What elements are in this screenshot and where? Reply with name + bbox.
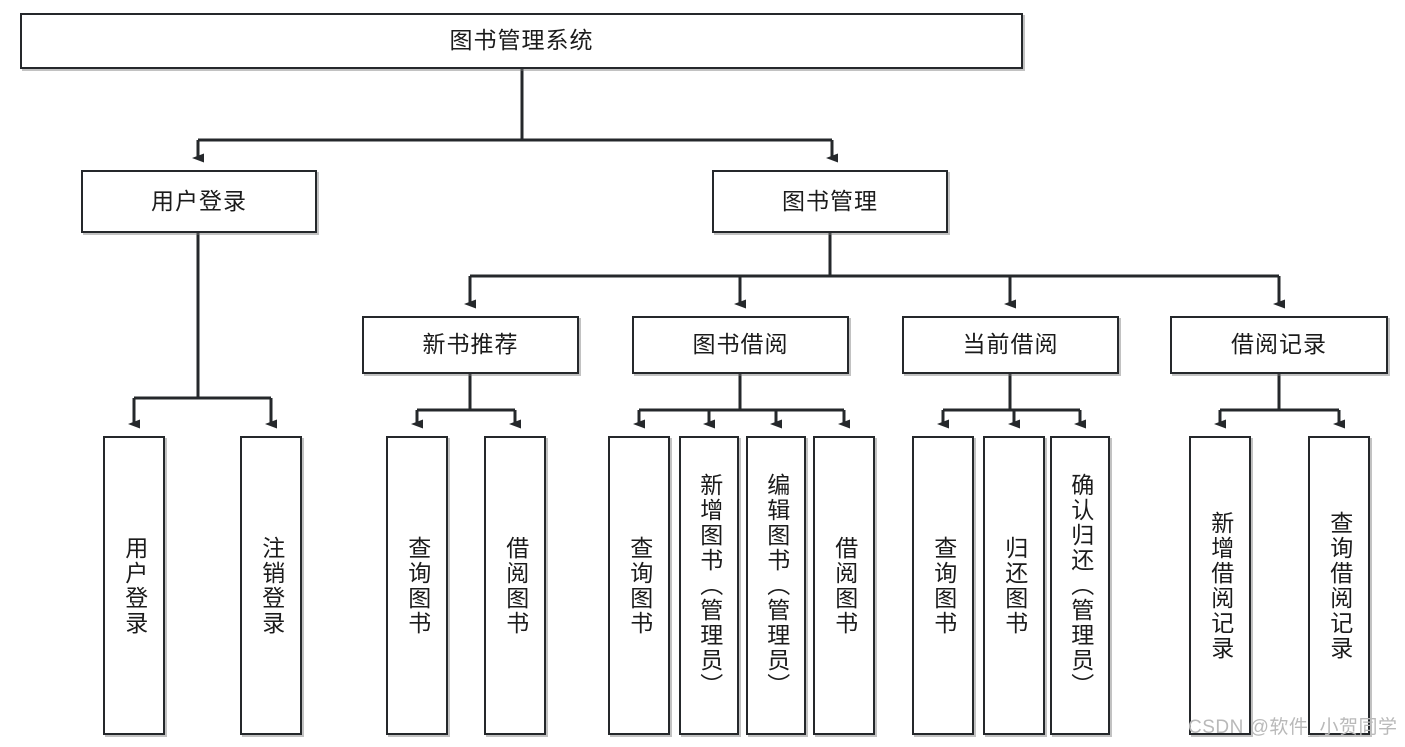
- leaf-label: 借阅图书: [502, 535, 529, 636]
- leaf-label: 查询借阅记录: [1326, 510, 1353, 661]
- leaf-label: 编辑图书（管理员）: [763, 473, 790, 698]
- node-current-borrow-label: 当前借阅: [962, 331, 1059, 358]
- leaf-label: 归还图书: [1001, 535, 1028, 636]
- leaf-user-logout[interactable]: 注销登录: [240, 436, 302, 735]
- node-user-login[interactable]: 用户登录: [81, 170, 317, 233]
- leaf-add-borrow-record[interactable]: 新增借阅记录: [1189, 436, 1251, 735]
- node-current-borrow[interactable]: 当前借阅: [902, 316, 1119, 374]
- node-book-borrow-label: 图书借阅: [692, 331, 789, 358]
- leaf-label: 查询图书: [930, 535, 957, 636]
- leaf-label: 借阅图书: [831, 535, 858, 636]
- watermark-text: CSDN @软件_小贺同学: [1188, 717, 1398, 738]
- leaf-label: 新增图书（管理员）: [696, 473, 723, 698]
- node-book-management[interactable]: 图书管理: [712, 170, 948, 233]
- node-book-borrow[interactable]: 图书借阅: [632, 316, 849, 374]
- node-new-book-recommend[interactable]: 新书推荐: [362, 316, 579, 374]
- leaf-query-borrow-record[interactable]: 查询借阅记录: [1308, 436, 1370, 735]
- node-borrow-records[interactable]: 借阅记录: [1170, 316, 1388, 374]
- leaf-label: 注销登录: [258, 535, 285, 636]
- leaf-label: 查询图书: [404, 535, 431, 636]
- leaf-return-book[interactable]: 归还图书: [983, 436, 1045, 735]
- leaf-query-book-current[interactable]: 查询图书: [912, 436, 974, 735]
- leaf-confirm-return-admin[interactable]: 确认归还（管理员）: [1050, 436, 1110, 735]
- leaf-user-login[interactable]: 用户登录: [103, 436, 165, 735]
- node-user-login-label: 用户登录: [151, 187, 247, 214]
- node-new-book-recommend-label: 新书推荐: [422, 331, 519, 358]
- leaf-query-book-borrow[interactable]: 查询图书: [608, 436, 670, 735]
- leaf-borrow-book[interactable]: 借阅图书: [813, 436, 875, 735]
- leaf-label: 新增借阅记录: [1207, 510, 1234, 661]
- node-root-label: 图书管理系统: [449, 27, 594, 54]
- leaf-add-book-admin[interactable]: 新增图书（管理员）: [679, 436, 739, 735]
- leaf-label: 用户登录: [121, 535, 148, 636]
- leaf-edit-book-admin[interactable]: 编辑图书（管理员）: [746, 436, 806, 735]
- node-root[interactable]: 图书管理系统: [20, 13, 1023, 69]
- leaf-query-book-recommend[interactable]: 查询图书: [386, 436, 448, 735]
- leaf-label: 查询图书: [626, 535, 653, 636]
- leaf-label: 确认归还（管理员）: [1067, 473, 1094, 698]
- node-borrow-records-label: 借阅记录: [1231, 331, 1327, 358]
- leaf-borrow-book-recommend[interactable]: 借阅图书: [484, 436, 546, 735]
- node-book-management-label: 图书管理: [782, 187, 878, 214]
